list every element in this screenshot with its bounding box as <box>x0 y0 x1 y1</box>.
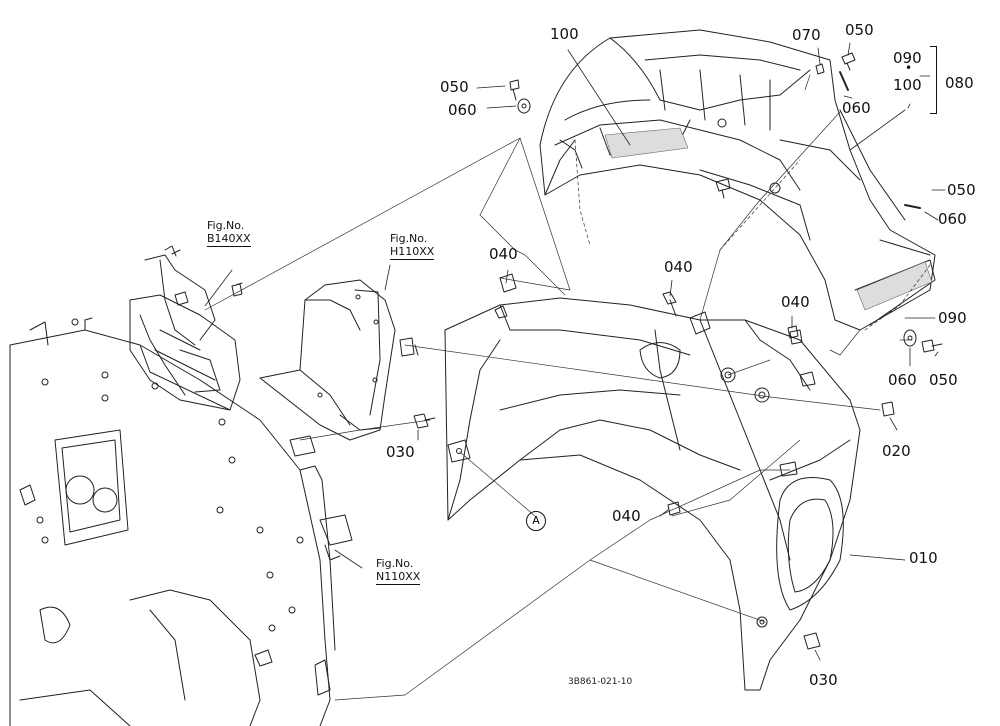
label-part-020: 020 <box>882 442 911 460</box>
label-part-050-top-right: 050 <box>845 21 874 39</box>
fig-ref-n110-code: N110XX <box>376 570 421 585</box>
frame-panel <box>9 317 336 726</box>
drawing-number: 3B861-021-10 <box>568 677 633 687</box>
label-part-060-upper-left: 060 <box>448 101 477 119</box>
fig-ref-h110-label: Fig.No. <box>390 232 428 245</box>
label-part-060-right: 060 <box>938 210 967 228</box>
fig-ref-b140-label: Fig.No. <box>207 219 245 232</box>
leader-lines <box>204 42 946 661</box>
label-group-dot: • <box>905 61 913 75</box>
label-part-040-d: 040 <box>612 507 641 525</box>
label-part-050-right: 050 <box>947 181 976 199</box>
label-part-100-top: 100 <box>550 25 579 43</box>
label-part-030-bottom: 030 <box>809 671 838 689</box>
label-part-050-upper-left: 050 <box>440 78 469 96</box>
hatched-pads <box>604 127 933 311</box>
bracket-h110 <box>259 279 415 561</box>
reference-mark-a: A <box>526 511 546 531</box>
label-part-080: 080 <box>945 74 974 92</box>
fig-ref-h110: Fig.No. H110XX <box>390 232 435 260</box>
label-part-040-c: 040 <box>781 293 810 311</box>
group-bracket <box>930 46 937 114</box>
assembly-lines <box>204 59 931 701</box>
fig-ref-b140-code: B140XX <box>207 232 251 247</box>
label-part-050-right-lower: 050 <box>929 371 958 389</box>
lower-cover <box>444 297 861 691</box>
label-part-100-group: 100 <box>893 76 922 94</box>
label-part-090: 090 <box>938 309 967 327</box>
label-part-040-b: 040 <box>664 258 693 276</box>
label-part-010: 010 <box>909 549 938 567</box>
label-part-070: 070 <box>792 26 821 44</box>
label-part-060-top-right: 060 <box>842 99 871 117</box>
fig-ref-h110-code: H110XX <box>390 245 435 260</box>
fasteners <box>171 52 943 650</box>
label-part-090-group: 090 <box>893 49 922 67</box>
fig-ref-n110: Fig.No. N110XX <box>376 557 421 585</box>
label-part-040-a: 040 <box>489 245 518 263</box>
fig-ref-b140: Fig.No. B140XX <box>207 219 251 247</box>
fig-ref-n110-label: Fig.No. <box>376 557 414 570</box>
label-part-060-right-lower: 060 <box>888 371 917 389</box>
label-part-030-left: 030 <box>386 443 415 461</box>
bracket-b140 <box>129 245 243 411</box>
